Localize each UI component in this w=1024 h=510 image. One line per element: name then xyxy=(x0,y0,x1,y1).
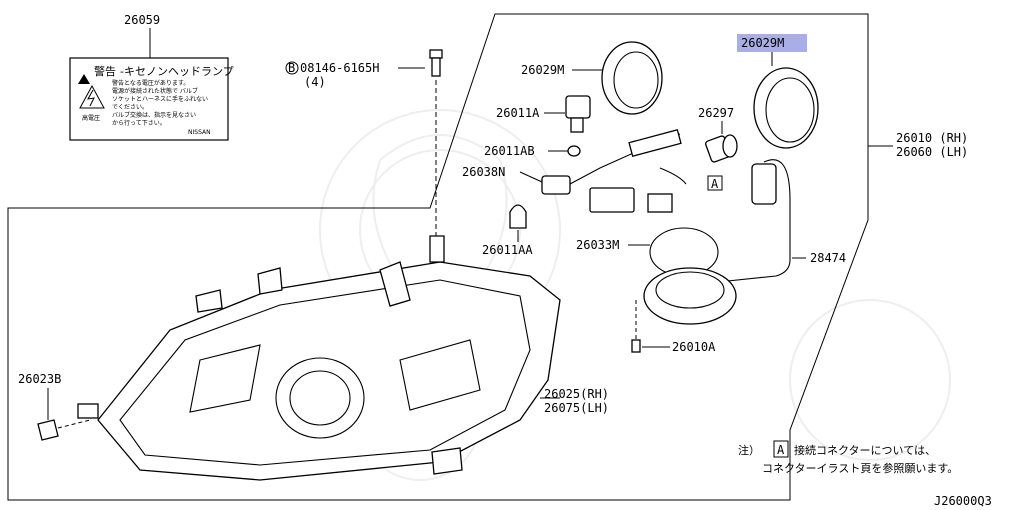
note-tag-box xyxy=(773,440,789,458)
assembly-frame xyxy=(7,13,869,501)
reflector-right xyxy=(399,339,481,411)
callout-08146: 08146-6165H xyxy=(300,61,379,75)
label-line-1: 警告となる電圧があります。 xyxy=(112,79,189,87)
mount-bracket-top xyxy=(379,261,411,307)
label-hv: 高電圧 xyxy=(82,114,100,122)
bulb-neck xyxy=(570,117,584,133)
callout-26029m-right: 26029M xyxy=(741,36,784,50)
label-warning: 警告 xyxy=(94,64,116,78)
label-line-4: でください。 xyxy=(112,104,148,111)
note-line-1: 接続コネクターについては、 xyxy=(794,443,936,457)
mount-bracket-upper xyxy=(257,267,283,295)
xenon-bulb-glass xyxy=(722,134,738,158)
callout-26011a: 26011A xyxy=(496,106,540,120)
bolt-prefix-circle xyxy=(285,61,299,75)
lightning-bolt-icon xyxy=(87,89,95,107)
high-voltage-icon xyxy=(79,84,105,109)
label-line-2: 電源が接続された状態で バルブ xyxy=(112,87,198,95)
part-26297: 26297 xyxy=(698,106,738,163)
callout-08146-qty: (4) xyxy=(304,75,326,89)
clip-body xyxy=(37,419,59,441)
socket xyxy=(541,175,571,195)
callout-26011ab: 26011AB xyxy=(484,144,535,158)
callout-26075-lh: 26075(LH) xyxy=(544,401,609,415)
ring-inner xyxy=(765,77,815,143)
callout-26060-lh: 26060 (LH) xyxy=(896,145,968,159)
small-bulb xyxy=(567,145,581,157)
connector-tag-box xyxy=(707,175,723,191)
callout-28474: 28474 xyxy=(810,251,846,265)
part-26029m-right: 26029M xyxy=(737,34,819,149)
callout-26059: 26059 xyxy=(124,13,160,27)
callout-26010a: 26010A xyxy=(672,340,716,354)
harness-lead xyxy=(659,167,687,185)
connector-tag: A xyxy=(711,177,719,191)
bolt-08146: B 08146-6165H (4) xyxy=(285,49,443,240)
part-26010-assembly: 26010 (RH) 26060 (LH) xyxy=(868,131,968,159)
reflector-left xyxy=(189,344,261,413)
housing-lens xyxy=(119,279,531,466)
note-line-2: コネクターイラスト頁を参照願います。 xyxy=(762,461,958,475)
part-26010a: 26010A xyxy=(631,267,737,354)
ring-inner xyxy=(613,51,659,109)
callout-26029m-left: 26029M xyxy=(521,63,564,77)
harness-connector xyxy=(628,128,682,158)
connector-note: 注） A 接続コネクターについては、 コネクターイラスト頁を参照願います。 xyxy=(738,440,958,475)
callout-26025-rh: 26025(RH) xyxy=(544,387,609,401)
igniter-cable xyxy=(717,159,791,283)
callout-26023b: 26023B xyxy=(18,372,61,386)
projector-inner xyxy=(289,370,351,426)
warning-label-26059: 26059 警告 -キセノンヘッドランプ 警告となる電圧があります。 電源が接続… xyxy=(69,13,234,141)
bolt-head xyxy=(429,49,443,59)
callout-26011aa: 26011AA xyxy=(482,243,533,257)
harness-block xyxy=(647,193,673,213)
label-line-6: から行って下さい。 xyxy=(112,119,166,127)
igniter-cap xyxy=(751,163,777,205)
label-line-5: バルブ交換は、指示を見なさい xyxy=(112,111,196,119)
housing-outline xyxy=(97,261,561,481)
callout-26033m: 26033M xyxy=(576,238,619,252)
wedge-bulb xyxy=(509,204,527,229)
note-tag: A xyxy=(777,443,785,457)
ballast-screw xyxy=(631,339,641,353)
label-title: -キセノンヘッドランプ xyxy=(120,65,234,78)
note-prefix: 注） xyxy=(738,443,760,457)
callout-26038n: 26038N xyxy=(462,165,505,179)
part-26011aa: 26011AA xyxy=(482,204,533,257)
warning-triangle-icon xyxy=(78,74,90,84)
ring-outer xyxy=(601,41,663,115)
callout-26297: 26297 xyxy=(698,106,734,120)
ballast-top xyxy=(655,271,725,309)
mount-bracket-bottom xyxy=(431,447,463,475)
bolt-shank xyxy=(431,57,441,77)
bulb-base xyxy=(565,95,591,119)
callout-26010-rh: 26010 (RH) xyxy=(896,131,968,145)
part-28474: 28474 xyxy=(717,159,846,283)
ballast-body xyxy=(643,267,737,325)
diagram-code: J26000Q3 xyxy=(934,494,992,508)
bolt-prefix: B xyxy=(288,61,295,75)
part-26023b: 26023B xyxy=(18,372,99,441)
callout-highlight xyxy=(737,34,807,52)
label-brand: NISSAN xyxy=(188,129,211,136)
part-26029m-left: 26029M xyxy=(521,41,663,115)
ring-outer xyxy=(753,67,819,149)
mount-bracket-bolt xyxy=(429,235,445,263)
label-line-3: ソケットとハーネスに手をふれない xyxy=(112,95,208,103)
harness-clip xyxy=(589,187,635,213)
projector-lens xyxy=(275,357,365,439)
part-harness: 26011AB 26038N A xyxy=(462,128,723,213)
mount-bracket-left xyxy=(195,289,223,313)
headlamp-housing: 26025(RH) 26075(LH) xyxy=(97,235,609,481)
leader-26038n xyxy=(519,171,543,183)
clip-mount xyxy=(77,403,99,419)
clip-centerline xyxy=(57,419,91,429)
part-26011a: 26011A xyxy=(496,95,591,133)
